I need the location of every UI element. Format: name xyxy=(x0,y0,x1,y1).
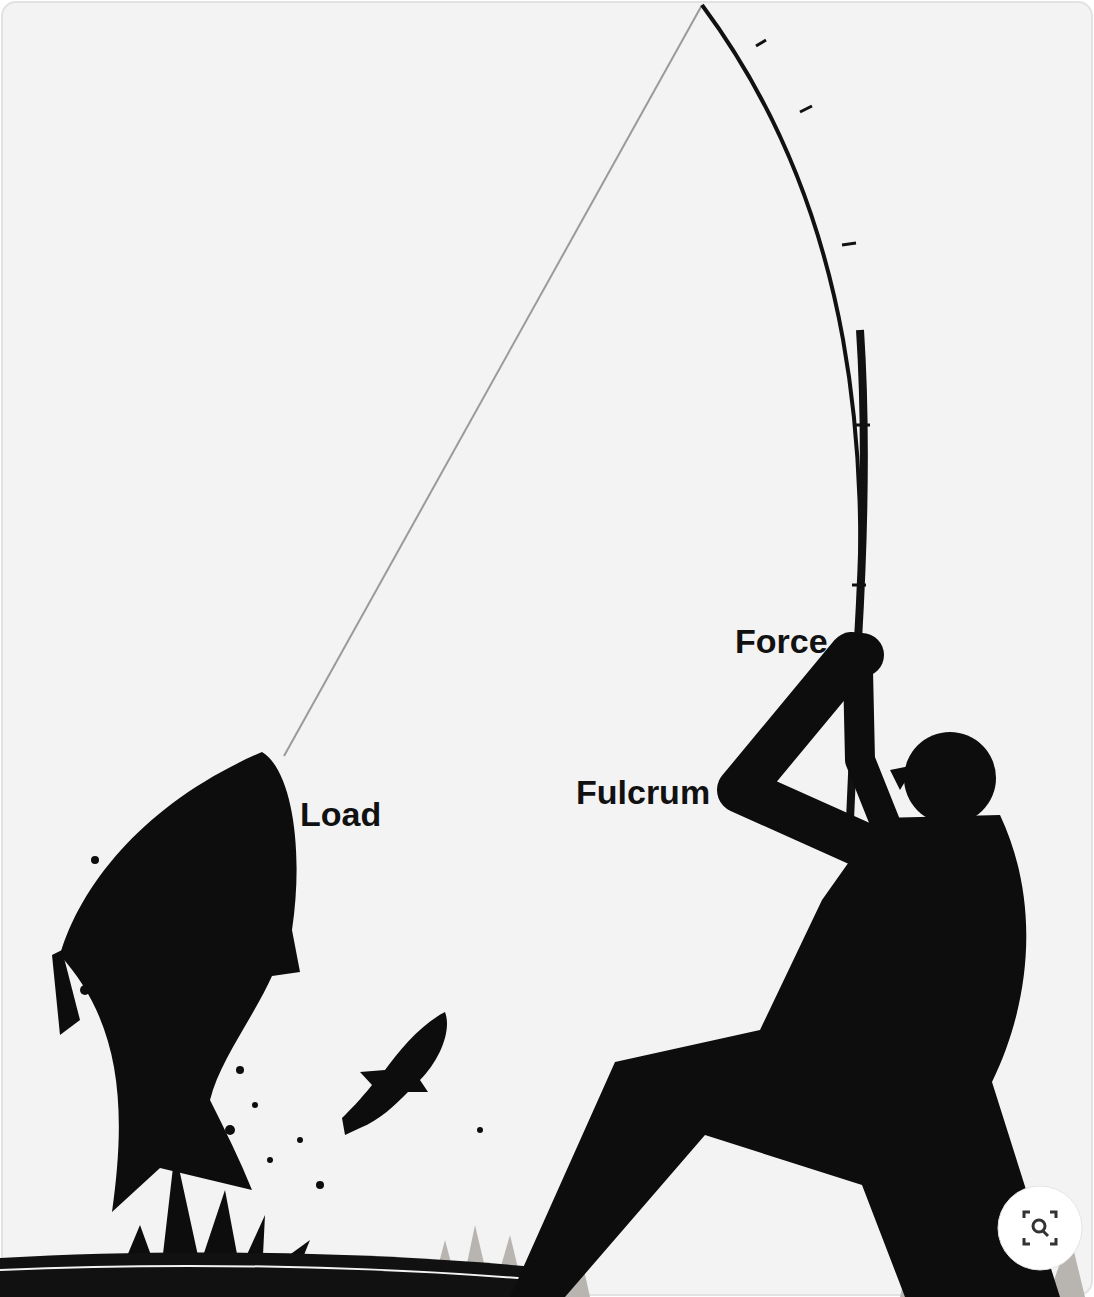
angler-arm xyxy=(858,670,900,860)
zoom-button xyxy=(998,1186,1082,1270)
lever-part-label: Load xyxy=(300,797,381,831)
small-fish xyxy=(342,1012,447,1135)
leaping-fish xyxy=(60,752,300,1212)
water-ripple xyxy=(0,1266,540,1280)
lever-part-label: Fulcrum xyxy=(576,775,710,809)
cap-brim xyxy=(890,765,915,790)
water-surface xyxy=(0,1253,545,1297)
fish-fin xyxy=(196,1030,222,1085)
zoom-icon xyxy=(1024,1212,1056,1244)
angler-body xyxy=(510,815,1060,1297)
splash-drops xyxy=(80,856,483,1189)
fishing-line xyxy=(284,5,702,756)
angler-head xyxy=(904,732,996,824)
fish-fin xyxy=(52,950,80,1035)
lever-part-label: Force xyxy=(735,624,828,658)
angler-hand xyxy=(840,633,884,677)
rod-guides xyxy=(756,40,870,585)
